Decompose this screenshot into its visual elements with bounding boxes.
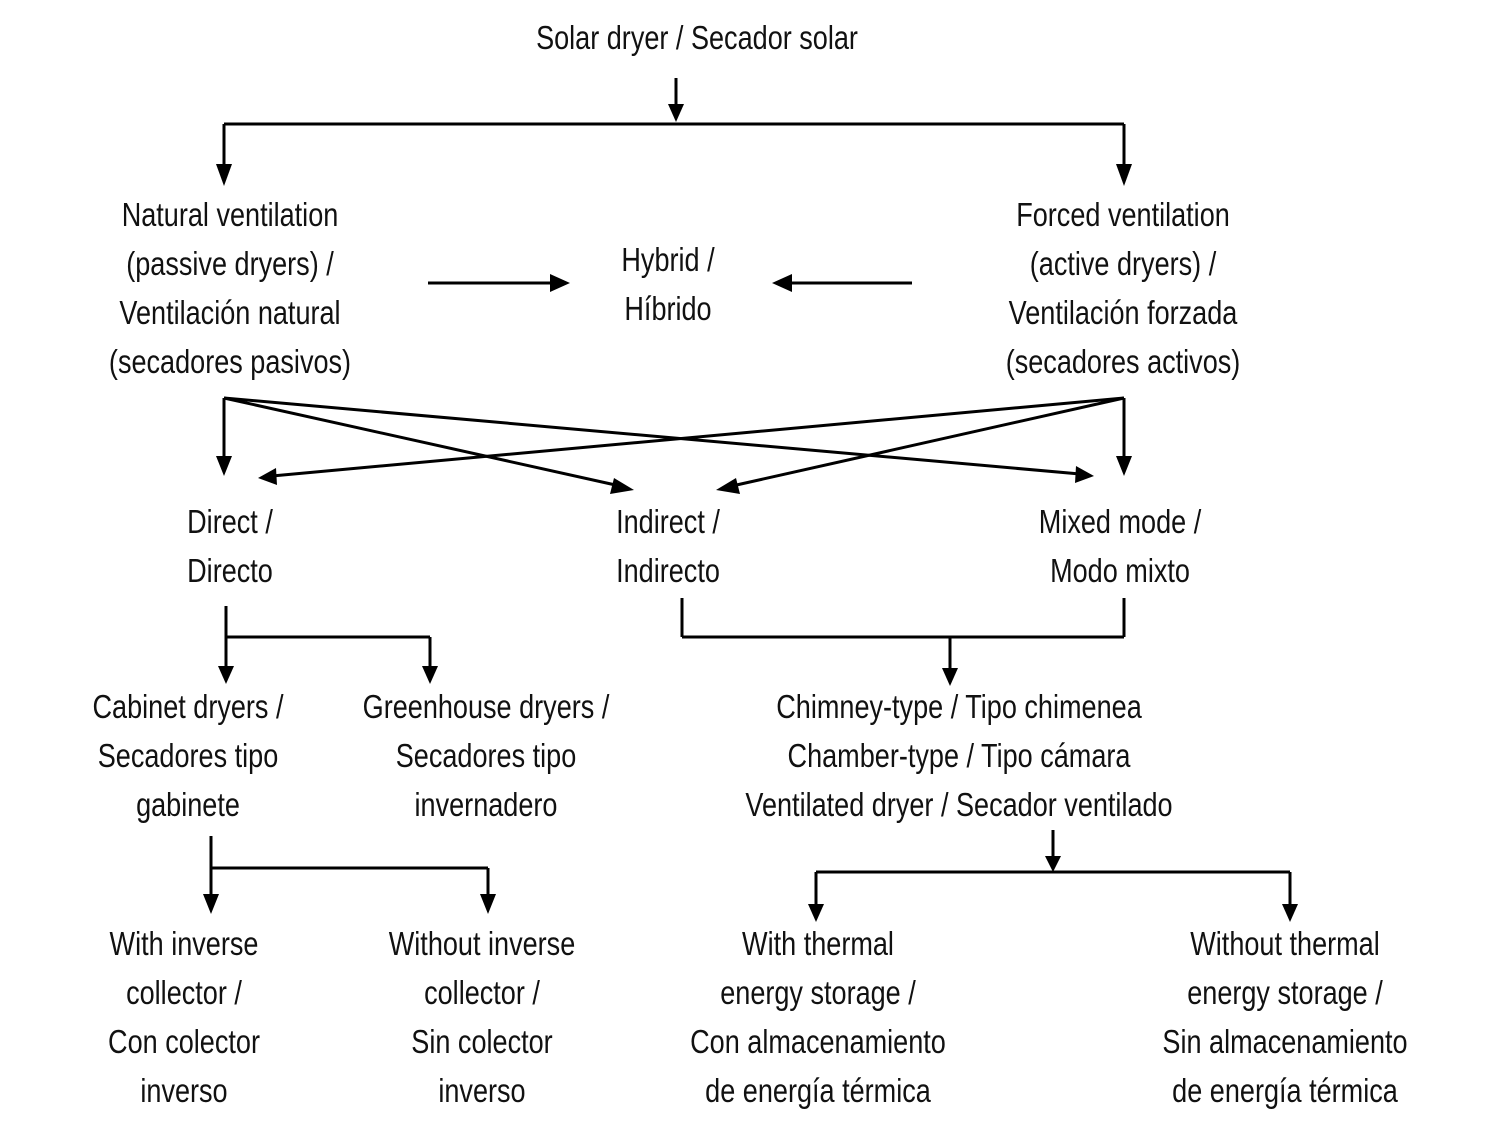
node-mixed-mode: Mixed mode / Modo mixto: [1038, 503, 1202, 589]
node-hybrid: Hybrid / Híbrido: [621, 241, 715, 327]
edge-direct-branch: [218, 606, 438, 684]
node-forced-ventilation: Forced ventilation (active dryers) / Ven…: [1005, 196, 1241, 380]
node-without-thermal-storage: Without thermal energy storage / Sin alm…: [1162, 925, 1408, 1109]
node-solar-dryer: Solar dryer / Secador solar: [536, 19, 858, 56]
edge-root-branch: [216, 78, 1132, 186]
edge-cabinet-branch: [203, 836, 496, 914]
edge-indirect-mixed-merge: [680, 598, 1126, 686]
node-indirect: Indirect / Indirecto: [616, 503, 720, 589]
edge-natural-hybrid: [428, 274, 570, 292]
edge-forced-to-level3: [258, 396, 1132, 494]
node-greenhouse-dryers: Greenhouse dryers / Secadores tipo inver…: [362, 688, 610, 823]
node-without-inverse-collector: Without inverse collector / Sin colector…: [388, 925, 576, 1109]
node-with-thermal-storage: With thermal energy storage / Con almace…: [690, 925, 946, 1109]
edge-chimney-branch: [808, 830, 1298, 922]
node-natural-ventilation: Natural ventilation (passive dryers) / V…: [108, 196, 352, 380]
node-with-inverse-collector: With inverse collector / Con colector in…: [108, 925, 260, 1109]
node-cabinet-dryers: Cabinet dryers / Secadores tipo gabinete: [92, 688, 284, 823]
node-direct: Direct / Directo: [187, 503, 273, 589]
edge-forced-hybrid: [772, 274, 912, 292]
edge-natural-to-level3: [216, 396, 1094, 494]
node-chimney-chamber-ventilated: Chimney-type / Tipo chimenea Chamber-typ…: [745, 688, 1173, 823]
